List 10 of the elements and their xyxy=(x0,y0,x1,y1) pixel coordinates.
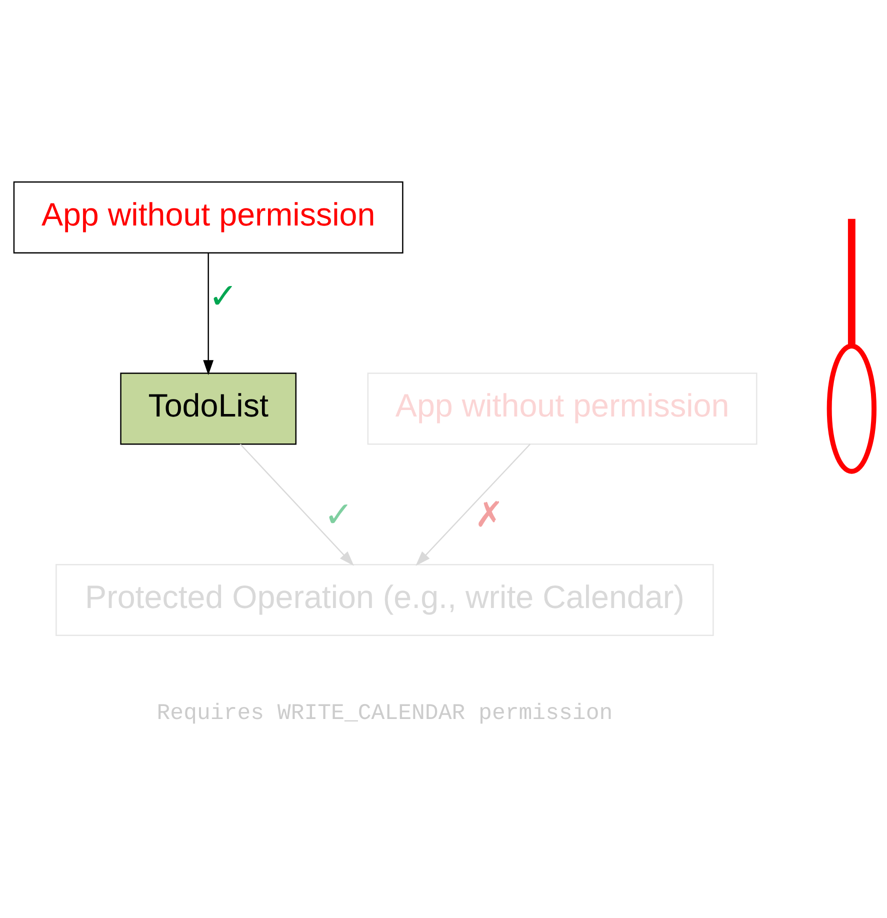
node-box: TodoList xyxy=(120,372,296,445)
arrow xyxy=(239,444,354,566)
node-ellipse xyxy=(826,344,876,474)
edge-label: ✓ xyxy=(324,496,353,535)
arrow xyxy=(415,444,530,566)
connector xyxy=(847,218,855,346)
node-box: App without permission xyxy=(12,181,403,254)
edge-label: ✗ xyxy=(474,496,504,535)
arrow xyxy=(202,252,214,376)
edge-label: ✓ xyxy=(208,278,238,316)
